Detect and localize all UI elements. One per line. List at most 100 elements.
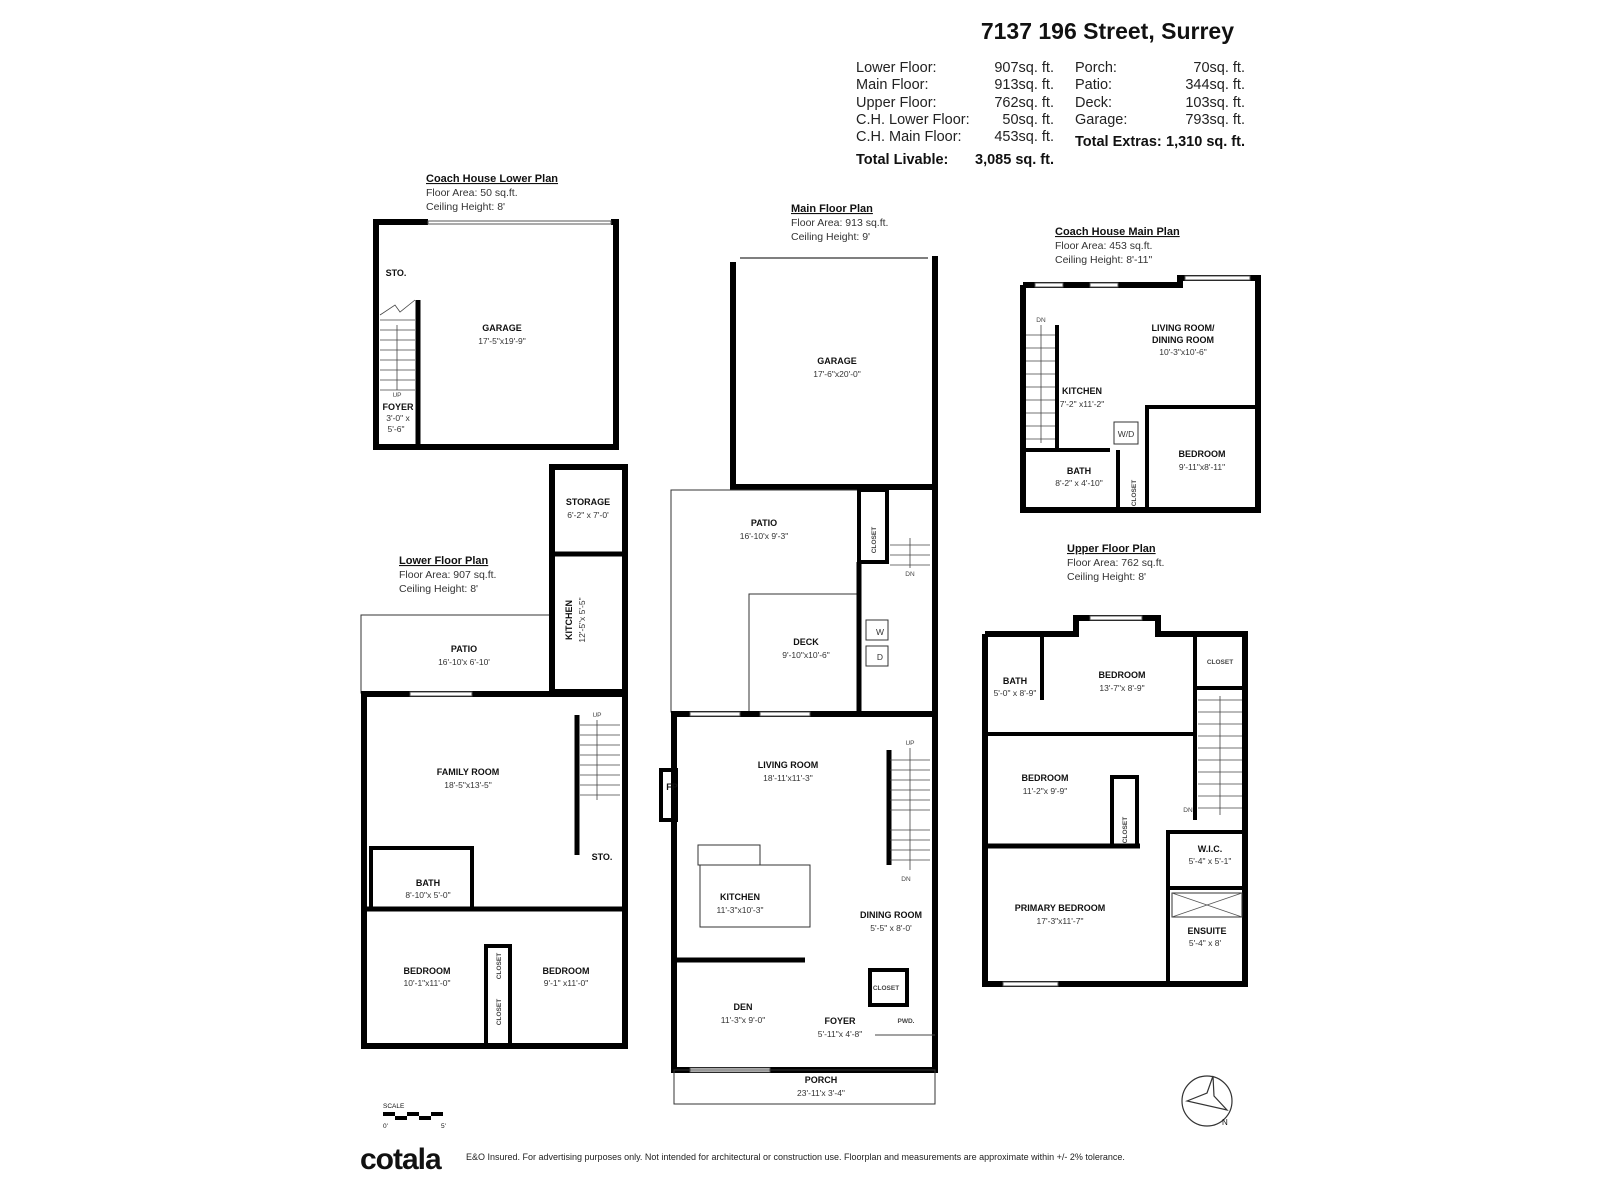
summary-value: 762sq. ft. <box>994 95 1054 111</box>
area-summary: Lower Floor: 907sq. ft. Main Floor: 913s… <box>856 60 1245 168</box>
disclaimer-text: E&O Insured. For advertising purposes on… <box>466 1152 1125 1162</box>
room-name-bath: BATH <box>1067 466 1091 476</box>
total-livable-value: 3,085 sq. ft. <box>975 152 1054 168</box>
summary-label: Upper Floor: <box>856 95 937 111</box>
lower-floor-plan: Lower Floor Plan Floor Area: 907 sq.ft. … <box>360 464 628 1049</box>
room-name-wic: W.I.C. <box>1198 844 1223 854</box>
stairs-icon <box>379 299 416 391</box>
room-name-closet: CLOSET <box>1131 480 1138 506</box>
room-name-closet: CLOSET <box>873 985 899 992</box>
room-dims-foyer: 5'-6" <box>388 424 405 434</box>
stairs-icon <box>1198 696 1242 815</box>
up-label: UP <box>392 392 401 399</box>
extras-value: 70sq. ft. <box>1193 60 1245 76</box>
room-dims-bath: 8'-2" x 4'-10" <box>1055 478 1103 488</box>
room-name-bedroom: BEDROOM <box>543 966 590 976</box>
up-label: UP <box>905 740 914 747</box>
extras-label: Deck: <box>1075 95 1112 111</box>
extras-label: Patio: <box>1075 77 1112 93</box>
room-name-kitchen: KITCHEN <box>720 892 760 902</box>
washer-dryer-label: W/D <box>1118 429 1135 439</box>
extras-value: 344sq. ft. <box>1185 77 1245 93</box>
room-name-storage: STO. <box>592 852 613 862</box>
plan-title: Coach House Lower Plan <box>426 173 558 185</box>
room-name-ensuite: ENSUITE <box>1187 926 1226 936</box>
room-dims-bath: 8'-10"x 5'-0" <box>405 890 450 900</box>
room-name-bedroom: BEDROOM <box>404 966 451 976</box>
room-dims-living-room: 18'-11'x11'-3" <box>763 773 813 783</box>
room-dims-wic: 5'-4" x 5'-1" <box>1189 856 1232 866</box>
upper-floor-plan: Upper Floor Plan Floor Area: 762 sq.ft. … <box>982 543 1248 987</box>
coach-house-lower-plan: Coach House Lower Plan Floor Area: 50 sq… <box>373 173 619 450</box>
dryer-label: D <box>877 652 883 662</box>
room-dims-den: 11'-3"x 9'-0" <box>721 1015 766 1025</box>
plan-ceiling-height: Ceiling Height: 8'-11" <box>1055 254 1152 266</box>
room-dims-bath: 5'-0" x 8'-9" <box>994 688 1037 698</box>
extras-label: Porch: <box>1075 60 1117 76</box>
extras-label: Garage: <box>1075 112 1127 128</box>
fireplace-label: FP <box>666 782 678 792</box>
room-name-garage: GARAGE <box>482 323 522 333</box>
room-name-primary-bedroom: PRIMARY BEDROOM <box>1015 903 1106 913</box>
room-dims-family-room: 18'-5"x13'-5" <box>444 780 492 790</box>
room-name-living-dining: LIVING ROOM/ <box>1152 323 1215 333</box>
room-dims-kitchen: 12'-5"x 5'-5" <box>577 597 587 642</box>
room-name-kitchen: KITCHEN <box>564 600 574 640</box>
room-dims-bedroom: 9'-1" x11'-0" <box>544 978 589 988</box>
room-dims-bedroom: 11'-2"x 9'-9" <box>1023 786 1068 796</box>
compass-north-label: N <box>1222 1118 1228 1127</box>
room-name-living-dining: DINING ROOM <box>1152 335 1214 345</box>
room-name-bath: BATH <box>416 878 440 888</box>
summary-label: Lower Floor: <box>856 60 937 76</box>
scale-bar: SCALE 0' 5' <box>383 1103 446 1130</box>
room-name-closet: CLOSET <box>871 527 878 553</box>
scale-label: SCALE <box>383 1103 405 1110</box>
extras-value: 793sq. ft. <box>1185 112 1245 128</box>
summary-label: C.H. Lower Floor: <box>856 112 970 128</box>
plan-floor-area: Floor Area: 762 sq.ft. <box>1067 557 1164 569</box>
room-dims-ensuite: 5'-4" x 8' <box>1189 938 1222 948</box>
stairs-icon <box>1026 325 1055 443</box>
room-dims-garage: 17'-5"x19'-9" <box>478 336 526 346</box>
plan-floor-area: Floor Area: 913 sq.ft. <box>791 217 888 229</box>
room-dims-patio: 16'-10'x 9'-3" <box>740 531 789 541</box>
property-address: 7137 196 Street, Surrey <box>981 18 1234 44</box>
plan-ceiling-height: Ceiling Height: 8' <box>426 201 505 213</box>
room-dims-foyer: 3'-0" x <box>386 413 410 423</box>
plan-floor-area: Floor Area: 50 sq.ft. <box>426 187 518 199</box>
scale-end: 5' <box>441 1123 446 1130</box>
room-name-dining-room: DINING ROOM <box>860 910 922 920</box>
room-dims-foyer: 5'-11"x 4'-8" <box>818 1029 863 1039</box>
room-name-bedroom: BEDROOM <box>1022 773 1069 783</box>
plan-title: Lower Floor Plan <box>399 555 489 567</box>
room-name-foyer: FOYER <box>382 402 414 412</box>
room-name-bedroom: BEDROOM <box>1099 670 1146 680</box>
room-name-bath: BATH <box>1003 676 1027 686</box>
room-name-living-room: LIVING ROOM <box>758 760 819 770</box>
room-dims-porch: 23'-11'x 3'-4" <box>797 1088 845 1098</box>
room-dims-dining-room: 5'-5" x 8'-0' <box>870 923 912 933</box>
room-dims-kitchen: 11'-3"x10'-3" <box>717 905 764 915</box>
coach-house-main-plan: Coach House Main Plan Floor Area: 453 sq… <box>1020 226 1261 513</box>
main-floor-plan: Main Floor Plan Floor Area: 913 sq.ft. C… <box>659 203 938 1105</box>
total-extras-value: 1,310 sq. ft. <box>1166 134 1245 150</box>
plan-title: Coach House Main Plan <box>1055 226 1180 238</box>
scale-start: 0' <box>383 1123 388 1130</box>
plan-ceiling-height: Ceiling Height: 9' <box>791 231 870 243</box>
room-dims-deck: 9'-10"x10'-6" <box>782 650 830 660</box>
extras-value: 103sq. ft. <box>1185 95 1245 111</box>
room-name-family-room: FAMILY ROOM <box>437 767 500 777</box>
room-dims-kitchen: 7'-2" x11'-2" <box>1060 399 1105 409</box>
room-name-bedroom: BEDROOM <box>1179 449 1226 459</box>
room-name-deck: DECK <box>793 637 819 647</box>
room-dims-garage: 17'-6"x20'-0" <box>813 369 861 379</box>
room-dims-primary-bedroom: 17'-3"x11'-7" <box>1037 916 1084 926</box>
summary-value: 453sq. ft. <box>994 129 1054 145</box>
summary-label: Main Floor: <box>856 77 929 93</box>
room-name-powder: PWD. <box>898 1018 915 1025</box>
plan-title: Main Floor Plan <box>791 203 873 215</box>
summary-value: 913sq. ft. <box>994 77 1054 93</box>
room-name-storage: STORAGE <box>566 497 610 507</box>
room-name-den: DEN <box>733 1002 752 1012</box>
